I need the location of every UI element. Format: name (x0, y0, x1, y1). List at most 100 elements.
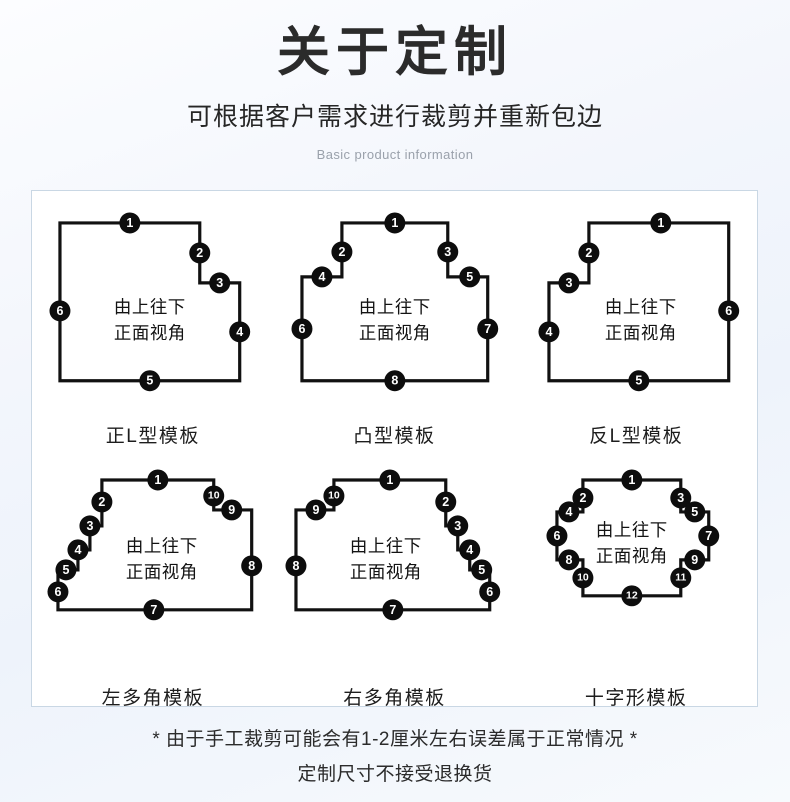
svg-text:7: 7 (150, 602, 157, 616)
inner-label-line2: 正面视角 (596, 546, 668, 566)
svg-text:9: 9 (692, 553, 699, 567)
svg-text:5: 5 (478, 563, 485, 577)
shape-diagram-cross: 由上往下 正面视角 1 2 3 (515, 454, 757, 684)
edge-badge-4: 4 (229, 321, 251, 343)
template-caption-convex: 凸型模板 (353, 425, 436, 447)
svg-text:8: 8 (292, 559, 299, 573)
inner-label-line1: 由上往下 (605, 297, 677, 317)
edge-badge-9: 9 (221, 499, 243, 521)
edge-badge-6: 6 (718, 300, 740, 322)
edge-badge-8: 8 (558, 549, 580, 571)
edge-badge-10: 10 (203, 485, 225, 507)
svg-text:7: 7 (706, 529, 713, 543)
edge-badge-3: 3 (79, 515, 101, 537)
edge-badge-5: 5 (139, 370, 161, 392)
svg-text:3: 3 (86, 519, 93, 533)
shape-diagram-reverse-l: 由上往下 正面视角 1 2 3 (515, 191, 757, 421)
edge-badge-6: 6 (478, 581, 500, 602)
edge-badge-8: 8 (285, 555, 307, 577)
edge-badge-2: 2 (434, 491, 456, 513)
svg-text:6: 6 (54, 584, 61, 598)
edge-badge-11: 11 (670, 567, 692, 589)
inner-label-line1: 由上往下 (596, 520, 668, 540)
edge-badge-9: 9 (305, 499, 327, 521)
edge-badge-8: 8 (241, 555, 263, 577)
shape-diagram-forward-l: 由上往下 正面视角 1 2 3 (32, 191, 274, 421)
edge-badge-2: 2 (331, 241, 353, 263)
svg-text:4: 4 (546, 325, 553, 339)
edge-badge-4: 4 (67, 539, 89, 561)
edge-badge-1: 1 (119, 212, 141, 234)
edge-badge-2: 2 (578, 242, 600, 264)
svg-text:12: 12 (626, 590, 638, 601)
svg-text:7: 7 (389, 602, 396, 616)
edge-badge-6: 6 (546, 525, 568, 547)
svg-text:1: 1 (386, 473, 393, 487)
template-card-reverse-l[interactable]: 由上往下 正面视角 1 2 3 (515, 191, 757, 454)
svg-text:4: 4 (236, 325, 243, 339)
edge-badge-4: 4 (311, 266, 333, 288)
inner-label-line1: 由上往下 (350, 536, 422, 556)
edge-badge-7: 7 (476, 318, 498, 340)
shape-outline-right-multi-angle (294, 478, 491, 612)
template-card-forward-l[interactable]: 由上往下 正面视角 1 2 3 (32, 191, 274, 454)
template-caption-left-multi-angle: 左多角模板 (101, 688, 205, 710)
inner-label-line2: 正面视角 (114, 323, 186, 343)
edge-badge-5: 5 (470, 559, 492, 581)
edge-badge-6: 6 (49, 300, 71, 322)
edge-badge-7: 7 (698, 525, 720, 547)
edge-badge-1: 1 (650, 212, 672, 234)
shape-outline-reverse-l (547, 221, 731, 383)
inner-label-line2: 正面视角 (350, 562, 422, 582)
edge-badge-4: 4 (558, 501, 580, 523)
svg-text:11: 11 (676, 572, 687, 583)
svg-text:2: 2 (338, 245, 345, 259)
svg-text:5: 5 (466, 270, 473, 284)
edge-badge-10: 10 (572, 567, 594, 589)
svg-text:2: 2 (442, 495, 449, 509)
edge-badge-1: 1 (147, 469, 169, 491)
template-caption-forward-l: 正L型模板 (105, 425, 200, 447)
shape-diagram-right-multi-angle: 由上往下 正面视角 1 2 3 (274, 454, 516, 684)
page-title: 关于定制 (277, 23, 513, 82)
shape-diagram-convex: 由上往下 正面视角 1 2 3 (274, 191, 516, 421)
svg-text:8: 8 (248, 559, 255, 573)
template-caption-right-multi-angle: 右多角模板 (343, 688, 446, 710)
template-caption-cross: 十字形模板 (584, 688, 688, 710)
svg-text:2: 2 (196, 246, 203, 260)
inner-label-line1: 由上往下 (114, 297, 186, 317)
edge-badge-7: 7 (382, 598, 403, 620)
edge-badge-5: 5 (55, 559, 77, 581)
template-card-cross[interactable]: 由上往下 正面视角 1 2 3 (515, 454, 757, 717)
edge-badge-5: 5 (628, 370, 650, 392)
inner-label-line2: 正面视角 (605, 323, 677, 343)
svg-text:8: 8 (391, 374, 398, 388)
edge-badge-9: 9 (684, 549, 706, 571)
svg-text:1: 1 (391, 216, 398, 230)
svg-text:6: 6 (298, 322, 305, 336)
svg-text:1: 1 (126, 216, 133, 230)
svg-text:1: 1 (154, 473, 161, 487)
footer-note-2: 定制尺寸不接受退换货 (297, 764, 493, 786)
edge-badge-3: 3 (558, 272, 580, 294)
svg-text:8: 8 (566, 553, 573, 567)
svg-text:1: 1 (629, 473, 636, 487)
page-subtitle: 可根据客户需求进行裁剪并重新包边 (186, 102, 603, 131)
edge-badge-1: 1 (621, 469, 643, 491)
page-footer: * 由于手工裁剪可能会有1-2厘米左右误差属于正常情况 * 定制尺寸不接受退换货 (0, 722, 790, 792)
svg-text:2: 2 (98, 495, 105, 509)
edge-badge-7: 7 (143, 598, 165, 620)
inner-label-line2: 正面视角 (359, 323, 431, 343)
svg-text:9: 9 (312, 503, 319, 517)
svg-text:4: 4 (74, 543, 81, 557)
edge-badge-1: 1 (384, 212, 405, 234)
svg-text:10: 10 (208, 490, 220, 501)
svg-text:3: 3 (566, 276, 573, 290)
edge-badge-6: 6 (291, 318, 313, 340)
inner-label-line1: 由上往下 (359, 297, 431, 317)
template-card-right-multi-angle[interactable]: 由上往下 正面视角 1 2 3 (274, 454, 516, 717)
template-card-left-multi-angle[interactable]: 由上往下 正面视角 1 2 3 (32, 454, 274, 717)
svg-text:2: 2 (580, 491, 587, 505)
template-card-convex[interactable]: 由上往下 正面视角 1 2 3 (274, 191, 516, 454)
edge-badge-2: 2 (572, 487, 594, 509)
